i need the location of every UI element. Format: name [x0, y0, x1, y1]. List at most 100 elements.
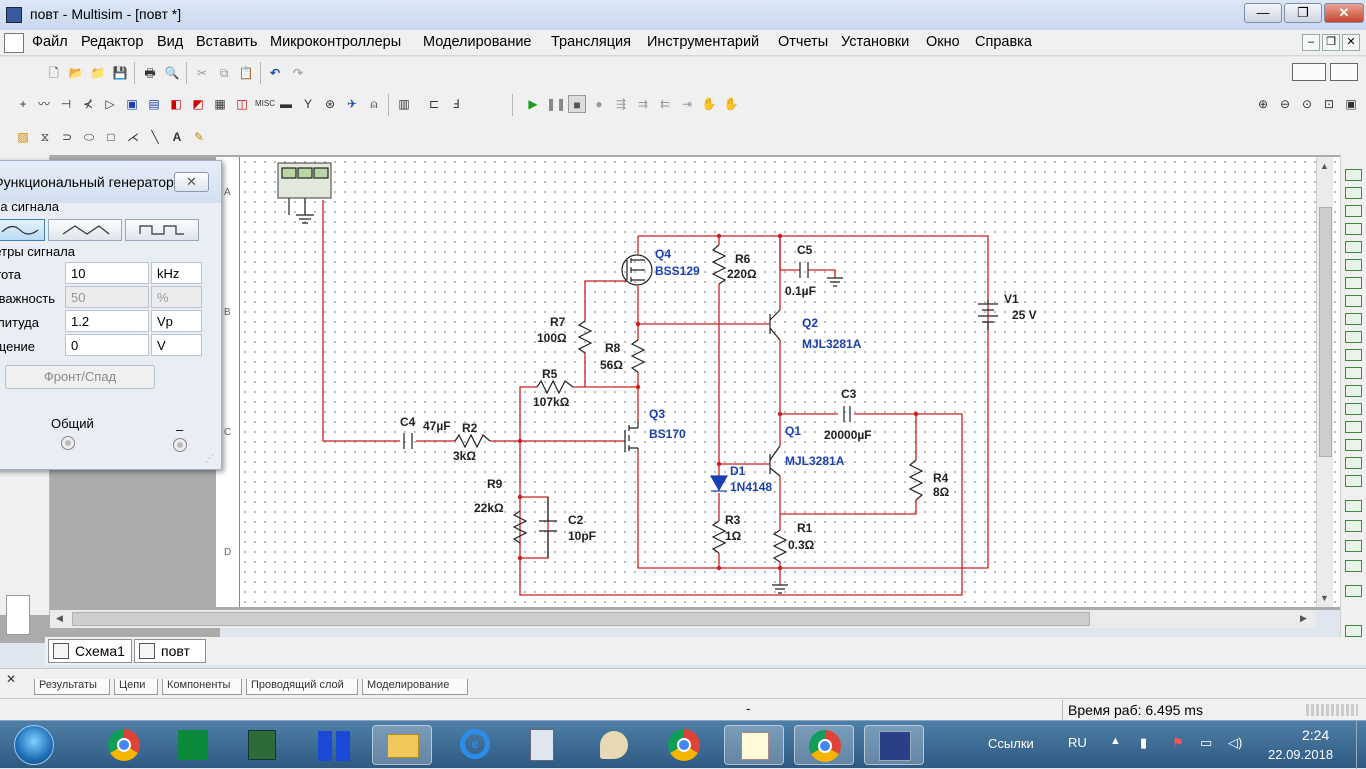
q4-ref[interactable]: Q4 [655, 247, 671, 261]
explorer-taskbar-icon[interactable] [372, 725, 432, 765]
chrome-taskbar-icon-3[interactable] [794, 725, 854, 765]
agilent-scope-icon[interactable] [1345, 457, 1362, 469]
print-preview-icon[interactable]: 🔍 [164, 66, 180, 80]
zoom-fit-icon[interactable]: ⊡ [1323, 97, 1335, 111]
word-generator-icon[interactable] [1345, 295, 1362, 307]
four-channel-scope-icon[interactable] [1345, 241, 1362, 253]
agilent-multimeter-icon[interactable] [1345, 439, 1362, 451]
volume-icon[interactable]: ◁) [1228, 735, 1243, 750]
menu-simulate[interactable]: Моделирование [423, 34, 532, 50]
transistor-icon[interactable]: ⊀ [82, 97, 94, 111]
square-wave-button[interactable] [125, 219, 199, 241]
r2-ref[interactable]: R2 [462, 421, 478, 435]
triangle-wave-button[interactable] [48, 219, 122, 241]
clock-date[interactable]: 22.09.2018 [1268, 747, 1334, 762]
action-center-icon[interactable]: ⚑ [1172, 735, 1184, 750]
vertical-scrollbar[interactable]: ▲ ▼ [1316, 157, 1333, 607]
menu-help[interactable]: Справка [975, 34, 1032, 50]
close-panel-icon[interactable]: ✕ [6, 672, 17, 686]
hierarchical-icon[interactable]: ▥ [398, 97, 410, 111]
frequency-unit[interactable]: kHz [151, 262, 202, 284]
distortion-analyzer-icon[interactable] [1345, 367, 1362, 379]
c3-ref[interactable]: C3 [841, 387, 857, 401]
paste-icon[interactable]: 📋 [238, 66, 254, 80]
d1-ref[interactable]: D1 [730, 464, 746, 478]
polygon-icon[interactable]: ⧖ [40, 130, 50, 144]
mixed-icon[interactable]: ◩ [192, 97, 204, 111]
r6-value[interactable]: 220Ω [727, 267, 757, 281]
scroll-down-icon[interactable]: ▼ [1320, 593, 1329, 603]
network-analyzer-icon[interactable] [1345, 403, 1362, 415]
undo-icon[interactable]: ↶ [269, 66, 281, 80]
minimize-button[interactable]: — [1244, 3, 1282, 23]
misc-icon[interactable]: MISC [255, 99, 275, 108]
polyline-icon[interactable]: ⋌ [127, 130, 139, 144]
function-generator-icon[interactable] [1345, 187, 1362, 199]
schematic-canvas[interactable]: Q4 BSS129 R6 220Ω C5 0.1µF V1 25 V Q2 MJ… [240, 157, 1340, 607]
open-sample-icon[interactable]: 📁 [90, 66, 106, 80]
r1-ref[interactable]: R1 [797, 521, 813, 535]
fullscreen-icon[interactable] [1292, 63, 1326, 81]
hw-monitor-taskbar-icon[interactable] [232, 725, 292, 765]
stop-icon[interactable]: ■ [568, 95, 586, 113]
copy-icon[interactable]: ⧉ [219, 66, 229, 80]
v1-value[interactable]: 25 V [1012, 308, 1037, 322]
ellipse-icon[interactable]: ⬭ [83, 130, 95, 144]
c2-value[interactable]: 10pF [568, 529, 596, 543]
offset-unit[interactable]: V [151, 334, 202, 356]
electromech-icon[interactable]: ⊛ [324, 97, 336, 111]
rf-icon[interactable]: Y [303, 97, 312, 111]
r8-ref[interactable]: R8 [605, 341, 621, 355]
c3-value[interactable]: 20000µF [824, 428, 872, 442]
menu-options[interactable]: Установки [841, 34, 910, 50]
menu-view[interactable]: Вид [157, 34, 184, 50]
chrome-taskbar-icon[interactable] [94, 725, 154, 765]
q2-ref[interactable]: Q2 [802, 316, 818, 330]
offset-input[interactable]: 0 [65, 334, 149, 356]
zoom-out-icon[interactable]: ⊖ [1279, 97, 1291, 111]
clock-time[interactable]: 2:24 [1302, 727, 1330, 743]
mdi-minimize-button[interactable]: – [1302, 34, 1320, 51]
menu-transfer[interactable]: Трансляция [551, 34, 631, 50]
q2-model[interactable]: MJL3281A [802, 337, 862, 351]
close-button[interactable]: ✕ [1324, 3, 1364, 23]
run-icon[interactable]: ▶ [528, 97, 538, 111]
zoom-area-icon[interactable]: ⊙ [1301, 97, 1313, 111]
document-icon[interactable] [4, 33, 24, 53]
q3-model[interactable]: BS170 [649, 427, 686, 441]
network-icon[interactable]: ▮ [1140, 735, 1148, 750]
c4-value[interactable]: 47µF [423, 419, 451, 433]
r3-ref[interactable]: R3 [725, 513, 741, 527]
step-into-icon[interactable]: ⇶ [615, 97, 627, 111]
misc-digital-icon[interactable]: ◧ [170, 97, 182, 111]
peripheral-icon[interactable]: ▬ [280, 97, 292, 111]
toggle-panel-icon[interactable] [1330, 63, 1358, 81]
r7-value[interactable]: 100Ω [537, 331, 567, 345]
r3-value[interactable]: 1Ω [725, 529, 742, 543]
c2-ref[interactable]: C2 [568, 513, 584, 527]
battery-icon[interactable]: ▭ [1200, 735, 1213, 750]
r9-value[interactable]: 22kΩ [474, 501, 504, 515]
q4-model[interactable]: BSS129 [655, 264, 700, 278]
vertical-scroll-thumb[interactable] [1319, 207, 1332, 457]
r4-value[interactable]: 8Ω [933, 485, 950, 499]
spectrum-analyzer-icon[interactable] [1345, 385, 1362, 397]
c4-ref[interactable]: C4 [400, 415, 416, 429]
line-icon[interactable]: ╲ [151, 130, 159, 144]
tab-components[interactable]: Компоненты [162, 679, 242, 695]
scroll-left-icon[interactable]: ◀ [56, 613, 63, 623]
zoom-in-icon[interactable]: ⊕ [1257, 97, 1269, 111]
minus-terminal[interactable] [173, 438, 187, 452]
q1-ref[interactable]: Q1 [785, 424, 801, 438]
tektronix-scope-icon[interactable] [1345, 475, 1362, 487]
rectangle-icon[interactable]: □ [107, 130, 115, 144]
oscilloscope-icon[interactable] [1345, 223, 1362, 235]
cut-icon[interactable]: ✂ [196, 66, 208, 80]
c5-value[interactable]: 0.1µF [785, 284, 816, 298]
new-icon[interactable]: 🗋 [49, 66, 59, 80]
zoom-full-icon[interactable]: ▣ [1345, 97, 1357, 111]
amplitude-unit[interactable]: Vp [151, 310, 202, 332]
horizontal-scrollbar[interactable]: ◀ ▶ [50, 610, 1316, 628]
logic-analyzer-icon[interactable] [1345, 331, 1362, 343]
ttl-icon[interactable]: ▣ [126, 97, 138, 111]
